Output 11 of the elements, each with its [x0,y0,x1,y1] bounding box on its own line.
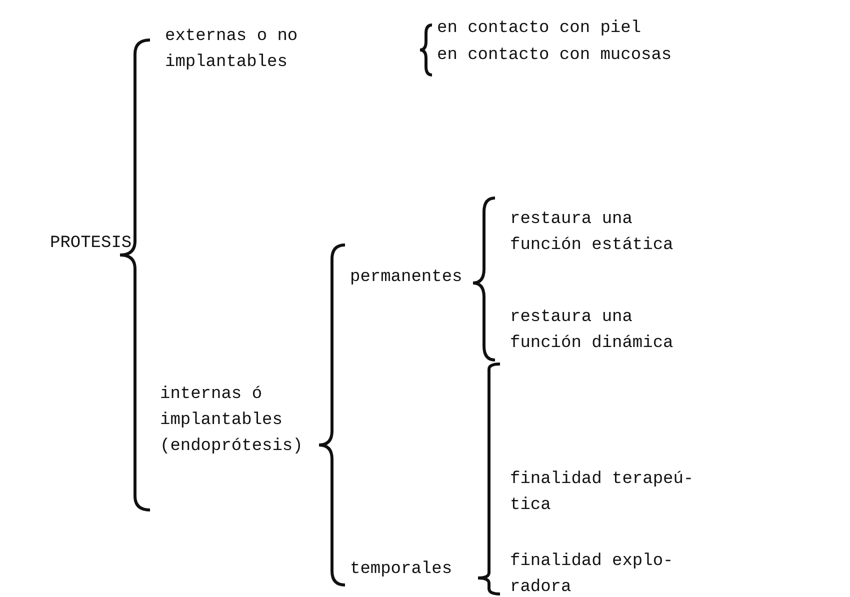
category-text: en contacto con piel [437,18,642,40]
category-text: finalidad terapeú- tica [510,469,695,517]
category-text: restaura una función dinámica [510,307,674,355]
category-text: internas ó implantables (endoprótesis) [160,384,304,458]
category-text: en contacto con mucosas [437,45,673,67]
category-text: permanentes [350,267,464,289]
category-text: finalidad explo- radora [510,551,674,597]
category-text: PROTESIS [50,233,133,255]
category-text: restaura una función estática [510,209,674,257]
category-text: externas o no implantables [165,26,299,74]
category-text: temporales [350,559,454,581]
